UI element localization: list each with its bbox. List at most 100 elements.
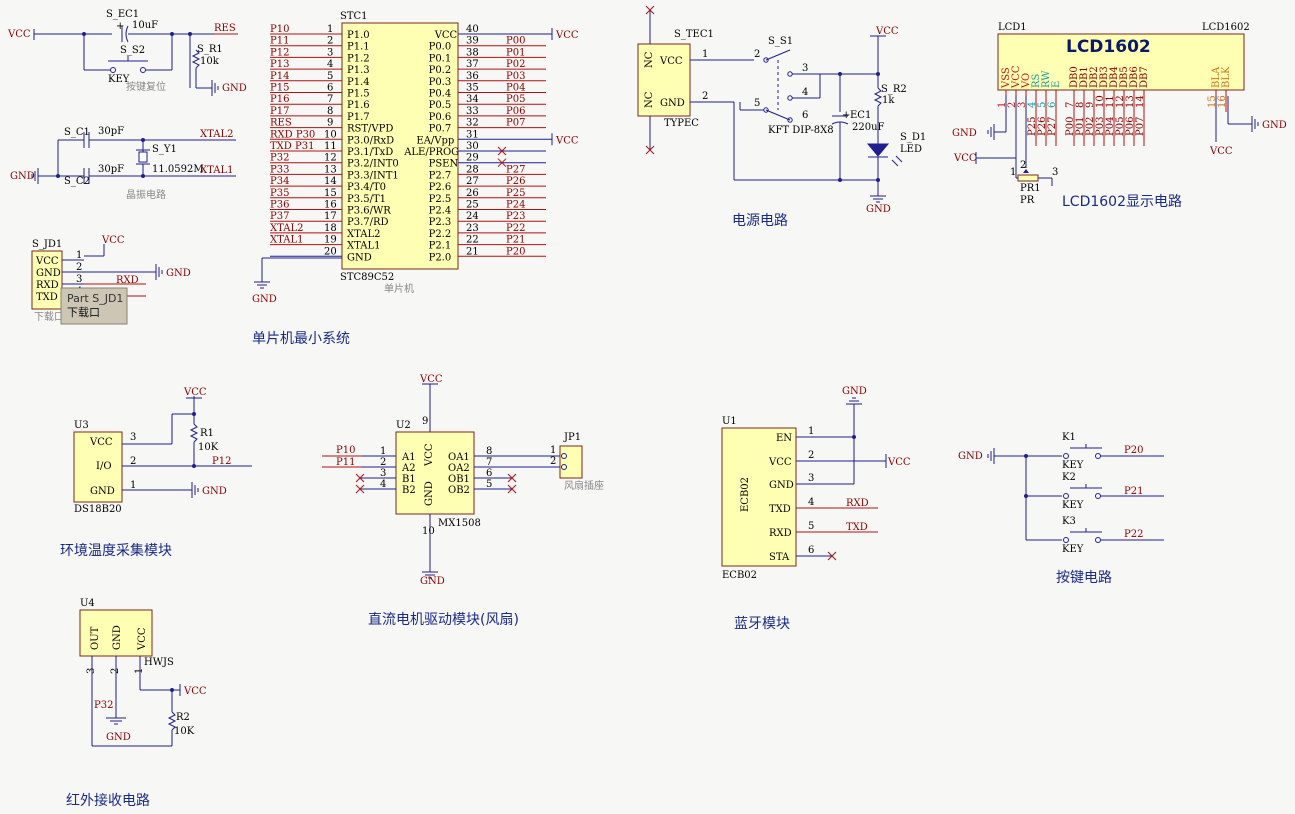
mcu-pin-name: P3.2/INT0	[347, 159, 399, 170]
mcu-net-label: P11	[270, 36, 289, 47]
bt-vcc-label: VCC	[887, 457, 911, 468]
bt-body-label: ECB02	[740, 477, 751, 512]
motor-right-pin-2: OA2 7	[448, 457, 560, 474]
section-title-motor: 直流电机驱动模块(风扇)	[368, 611, 519, 628]
pot-pin2: 2	[1020, 160, 1026, 171]
mcu-net-label: P22	[506, 223, 525, 234]
mcu-gnd-label: GND	[252, 294, 277, 305]
mcu-net-label: P33	[270, 164, 289, 175]
crystal-c2-value: 30pF	[98, 164, 124, 175]
lcd-bla-vcc: VCC	[1209, 146, 1233, 157]
mcu-pin-number: 27	[466, 176, 479, 187]
lcd-pin-name: DB2	[1089, 66, 1100, 88]
ir-receiver: U4 OUT GND VCC 3 2 1 HWJS P32 GND VCC R2…	[79, 598, 207, 747]
crystal-gnd-label: GND	[10, 171, 35, 182]
temp-pin-io: I/O	[96, 461, 112, 472]
mcu-net-label: P21	[506, 235, 525, 246]
tec-pin1: 1	[702, 49, 708, 60]
lcd-pin-name: DB1	[1079, 66, 1090, 88]
motor-p11-label: P11	[336, 457, 355, 468]
motor-left-pin-3: 3B1	[355, 468, 416, 485]
gnd-net-label: GND	[222, 83, 247, 94]
led-res-value: 1k	[882, 95, 895, 106]
motor-pin-name: OA2	[448, 463, 470, 474]
jp-name: 风扇插座	[564, 479, 604, 492]
lcd-vcc-label: VCC	[953, 153, 977, 164]
tooltip-line1: Part S_JD1	[67, 292, 123, 305]
mcu-pin-number: 28	[466, 164, 479, 175]
lcd-pin-name: VCC	[1011, 65, 1022, 89]
bt-pin-name: TXD	[769, 504, 791, 515]
lcd-gnd-label: GND	[952, 128, 977, 139]
motor-gnd-num: 10	[422, 526, 435, 537]
motor-vcc-num: 9	[422, 416, 428, 427]
key-name: KEY	[1062, 544, 1084, 555]
mcu-net-label: P36	[270, 200, 289, 211]
mcu-pin-number: 5	[327, 71, 333, 82]
cap-value: 220uF	[852, 122, 885, 133]
tec-nc2: NC	[644, 91, 655, 108]
lcd-pin-name: E	[1051, 81, 1062, 88]
switch-ref: S_S1	[768, 36, 793, 47]
mcu-pin-name: P0.6	[429, 112, 452, 123]
mcu-pin-number: 6	[327, 83, 333, 94]
keys-p20-label: P20	[1124, 445, 1143, 456]
led-ref: S_D1	[900, 132, 926, 143]
motor-pin-number: 7	[486, 457, 492, 468]
switch-pin6: 6	[802, 110, 808, 121]
key-ref: K3	[1062, 516, 1076, 527]
cap-ref: EC1	[850, 110, 871, 121]
crystal-caption: 晶振电路	[126, 188, 166, 201]
motor-pin-number: 3	[380, 468, 386, 479]
mcu-net-label: P12	[270, 47, 289, 58]
pot-pin3: 3	[1052, 167, 1058, 178]
mcu-net-label: P07	[506, 118, 525, 129]
reset-cap-label: +	[116, 21, 124, 32]
mcu-pin-number: 40	[466, 24, 479, 35]
switch-pin4: 4	[802, 87, 808, 98]
motor-pin-number: 6	[486, 468, 492, 479]
bt-ref: U1	[722, 416, 737, 427]
lcd-pin-number: 5	[1037, 102, 1048, 108]
mcu-pin-number: 36	[466, 71, 479, 82]
mcu-pin-name: P0.3	[429, 77, 452, 88]
download-pin-name: VCC	[35, 256, 59, 267]
keys-p21-label: P21	[1124, 486, 1143, 497]
jp-num2: 2	[550, 456, 556, 467]
bt-rxd-label: RXD	[846, 498, 869, 509]
mcu-pin-name: P2.6	[429, 182, 452, 193]
power-circuit: S_TEC1 NC NC VCC GND TYPEC 1 2 S_S1 2 3 …	[637, 5, 926, 215]
key-ref: K1	[1062, 432, 1076, 443]
crystal-c1-value: 30pF	[98, 126, 124, 137]
mcu-net-label: P14	[270, 71, 289, 82]
mcu-pin-name: P1.4	[347, 77, 370, 88]
download-pin-name: RXD	[36, 280, 59, 291]
lcd-net-label: P00	[1065, 117, 1076, 136]
mcu-pin-name: P0.0	[429, 42, 452, 53]
temp-res-ref: R1	[200, 428, 214, 439]
mcu-net-label: P26	[506, 176, 525, 187]
lcd-pin-number: 6	[1047, 102, 1058, 108]
tec-name: TYPEC	[664, 118, 699, 129]
mcu-pin-number: 29	[466, 153, 479, 164]
mcu-pin-name: P2.0	[429, 252, 452, 263]
mcu-pin-name: P2.1	[429, 241, 452, 252]
ir-vcc-label: VCC	[183, 686, 207, 697]
motor-p10-label: P10	[336, 445, 355, 456]
mcu-net-label: P23	[506, 211, 525, 222]
lcd-pin-name: DB0	[1069, 66, 1080, 88]
led-res-ref: S_R2	[881, 84, 907, 95]
download-pin-name: GND	[36, 268, 61, 279]
